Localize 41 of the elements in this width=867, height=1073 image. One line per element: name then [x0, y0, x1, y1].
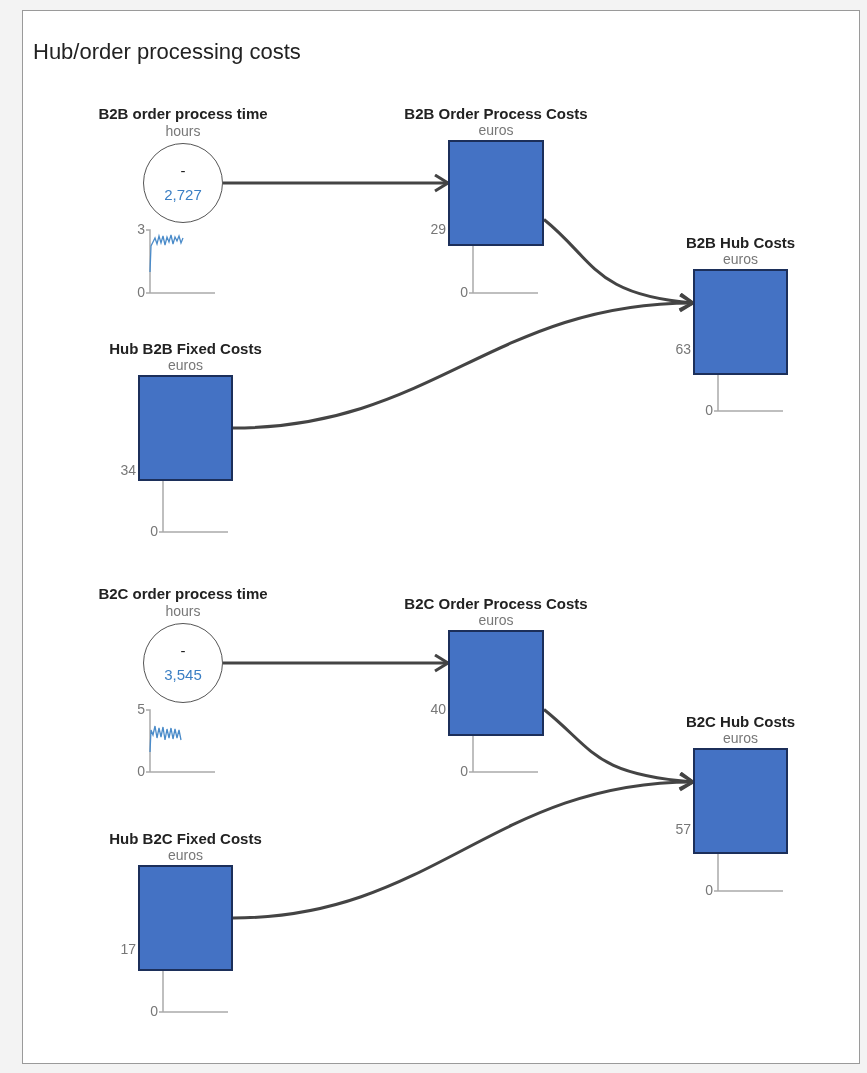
variable-name: B2C order process time [98, 585, 268, 602]
arrow [232, 773, 695, 920]
arrow [223, 173, 450, 193]
axis-tick-label: 29 [430, 221, 446, 237]
axis-tick-label: 40 [430, 701, 446, 717]
axis-tick-label: 63 [675, 341, 691, 357]
axis-tick-label: 0 [705, 402, 713, 418]
variable-name: B2B Order Process Costs [404, 105, 588, 122]
variable-name: B2C Order Process Costs [404, 595, 588, 612]
axis-tick-label: 0 [137, 763, 145, 779]
unit-label: hours [165, 603, 201, 619]
arrow [223, 653, 450, 673]
axis-tick-label: 0 [705, 882, 713, 898]
variable-name: Hub B2C Fixed Costs [109, 830, 262, 847]
axis-tick-label: 34 [120, 462, 136, 478]
unit-label: euros [168, 357, 203, 373]
axis-tick-label: 0 [137, 284, 145, 300]
axis-tick-label: 5 [137, 701, 145, 717]
unit-label: euros [478, 122, 514, 138]
variable-name: Hub B2B Fixed Costs [109, 340, 262, 357]
arrow [232, 294, 695, 430]
status-mark: - [179, 162, 187, 179]
axis-tick-label: 57 [675, 821, 691, 837]
value-label: 3,545 [163, 666, 203, 683]
status-mark: - [179, 642, 187, 659]
unit-label: hours [165, 123, 201, 139]
axis-tick-label: 0 [460, 284, 468, 300]
axis-tick-label: 3 [137, 221, 145, 237]
panel-title: Hub/order processing costs [33, 39, 301, 65]
unit-label: euros [478, 612, 514, 628]
variable-name: B2B Hub Costs [685, 234, 796, 251]
unit-label: euros [723, 730, 758, 746]
axis-tick-label: 17 [120, 941, 136, 957]
unit-label: euros [723, 251, 758, 267]
axis-tick-label: 0 [150, 1003, 158, 1019]
variable-name: B2C Hub Costs [685, 713, 796, 730]
unit-label: euros [168, 847, 203, 863]
axis-tick-label: 0 [460, 763, 468, 779]
variable-name: B2B order process time [98, 105, 268, 122]
value-label: 2,727 [163, 186, 203, 203]
axis-tick-label: 0 [150, 523, 158, 539]
